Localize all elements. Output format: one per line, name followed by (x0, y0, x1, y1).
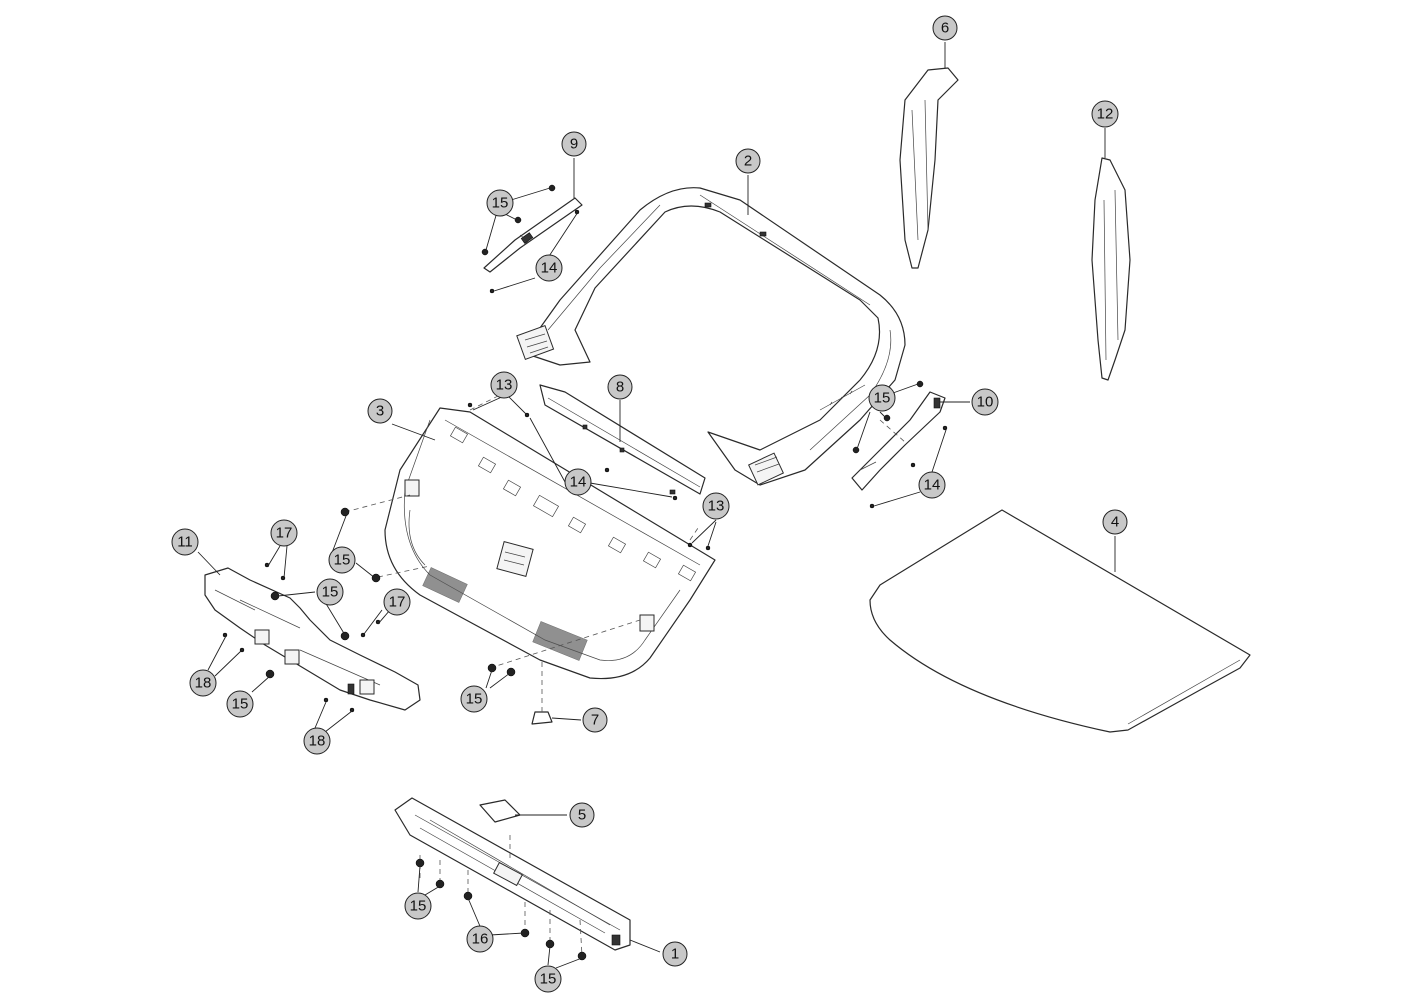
callout-15h: 15 (534, 965, 562, 993)
callout-label: 15 (466, 691, 483, 708)
callout-label: 16 (472, 931, 489, 948)
part-right-bracket (851, 391, 946, 491)
callout-label: 2 (744, 153, 752, 170)
callout-label: 13 (496, 377, 513, 394)
callout-15d: 15 (316, 578, 344, 606)
part-upper-bar-trim (539, 384, 706, 495)
callout-15b: 15 (868, 384, 896, 412)
callout-label: 15 (492, 195, 509, 212)
part-lower-latch-bracket (204, 567, 421, 711)
callout-13b: 13 (702, 492, 730, 520)
callout-label: 15 (322, 584, 339, 601)
callout-9: 9 (561, 131, 587, 157)
callout-4: 4 (1102, 509, 1128, 535)
callout-3: 3 (367, 398, 393, 424)
part-scuff-plate (394, 797, 631, 951)
callout-label: 5 (578, 807, 586, 824)
callout-label: 15 (540, 971, 557, 988)
callout-label: 15 (232, 696, 249, 713)
callout-15c: 15 (328, 546, 356, 574)
callout-15a: 15 (486, 189, 514, 217)
callout-label: 15 (874, 390, 891, 407)
callout-15f: 15 (460, 685, 488, 713)
part-left-pillar-trim (899, 67, 959, 269)
callout-label: 17 (276, 525, 293, 542)
callout-16: 16 (466, 925, 494, 953)
callout-label: 10 (977, 394, 994, 411)
callout-label: 3 (376, 403, 384, 420)
callout-12: 12 (1091, 100, 1119, 128)
part-cover-cap (479, 799, 521, 823)
callout-13a: 13 (490, 371, 518, 399)
callout-label: 6 (941, 20, 949, 37)
callout-label: 14 (541, 260, 558, 277)
callout-label: 15 (334, 552, 351, 569)
callout-11: 11 (171, 528, 199, 556)
callout-label: 14 (924, 477, 941, 494)
part-clip (531, 711, 553, 725)
callout-6: 6 (932, 15, 958, 41)
callout-10: 10 (971, 388, 999, 416)
callout-14a: 14 (535, 254, 563, 282)
part-tailgate-trim-panel (384, 407, 716, 680)
callout-label: 11 (177, 534, 193, 551)
callout-label: 7 (591, 712, 599, 729)
part-right-pillar-trim (1091, 157, 1131, 381)
callout-label: 18 (195, 675, 212, 692)
part-left-bracket (483, 197, 583, 273)
callout-5: 5 (569, 802, 595, 828)
callout-17b: 17 (383, 588, 411, 616)
callout-label: 4 (1111, 514, 1119, 531)
callout-18a: 18 (189, 669, 217, 697)
callout-7: 7 (582, 707, 608, 733)
callout-label: 15 (410, 898, 427, 915)
callout-label: 8 (616, 379, 624, 396)
callouts: 1 2 3 4 5 6 7 8 9 10 11 12 13 13 14 14 1… (171, 15, 1128, 993)
callout-1: 1 (662, 941, 688, 967)
callout-15e: 15 (226, 690, 254, 718)
callout-18b: 18 (303, 727, 331, 755)
callout-15g: 15 (404, 892, 432, 920)
callout-label: 12 (1097, 106, 1114, 123)
part-upper-frame-trim (516, 187, 906, 486)
callout-14c: 14 (918, 471, 946, 499)
callout-14b: 14 (564, 468, 592, 496)
callout-label: 14 (570, 474, 587, 491)
callout-label: 1 (671, 946, 679, 963)
callout-label: 13 (708, 498, 725, 515)
callout-8: 8 (607, 374, 633, 400)
callout-label: 17 (389, 594, 406, 611)
callout-2: 2 (735, 148, 761, 174)
callout-label: 18 (309, 733, 326, 750)
part-cargo-floor-panel (869, 509, 1251, 733)
callout-17a: 17 (270, 519, 298, 547)
callout-label: 9 (570, 136, 578, 153)
leader-lines (197, 42, 1116, 969)
